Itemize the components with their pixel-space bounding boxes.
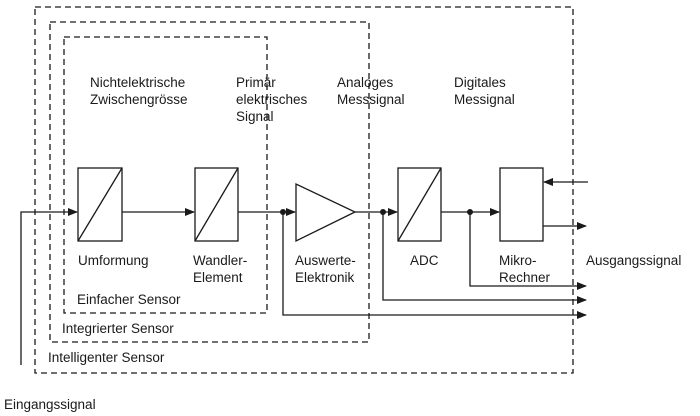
umformung-block xyxy=(77,167,123,242)
label-mikro: Mikro- Rechner xyxy=(499,252,550,286)
label-ausgangssignal: Ausgangssignal xyxy=(586,253,682,268)
adc-diagonal xyxy=(397,167,442,242)
input-line xyxy=(20,208,78,365)
mikro-block xyxy=(499,167,544,242)
branch-analog-out xyxy=(382,212,587,304)
label-adc: ADC xyxy=(410,252,439,269)
label-line: ADC xyxy=(410,253,439,268)
label-umformung: Umformung xyxy=(78,252,149,269)
boundary-intelligenter xyxy=(34,6,574,374)
label-primary: Primär elektrisches Signal xyxy=(236,74,307,125)
adc-block xyxy=(397,167,442,242)
label-line: Primär xyxy=(236,75,276,90)
label-line: Umformung xyxy=(78,253,149,268)
branch-primary-out xyxy=(282,212,587,319)
umformung-diagonal xyxy=(77,167,123,242)
label-line: Messignal xyxy=(454,92,515,107)
label-einfacher-sensor: Einfacher Sensor xyxy=(77,292,181,307)
label-integrierter-sensor: Integrierter Sensor xyxy=(62,321,174,336)
label-line: Elektronik xyxy=(295,270,355,285)
label-line: Mikro- xyxy=(499,253,537,268)
label-line: Nichtelektrische xyxy=(90,75,186,90)
label-line: Digitales xyxy=(454,75,506,90)
label-line: Wandler- xyxy=(193,253,248,268)
branch-digital-out xyxy=(469,212,587,290)
label-line: Zwischengrösse xyxy=(90,92,188,107)
label-intelligenter-sensor: Intelligenter Sensor xyxy=(48,350,165,365)
wandler-diagonal xyxy=(194,167,239,242)
wandler-block xyxy=(194,167,239,242)
label-analog: Analoges Messsignal xyxy=(337,74,405,108)
label-wandler: Wandler- Element xyxy=(193,252,247,286)
label-eingangssignal: Eingangssignal xyxy=(4,397,96,412)
junction-primary xyxy=(280,209,286,215)
junction-digital xyxy=(467,209,473,215)
label-nonelectric: Nichtelektrische Zwischengrösse xyxy=(90,74,188,108)
label-line: elektrisches xyxy=(236,92,308,107)
junction-analog xyxy=(380,209,386,215)
auswerte-amplifier xyxy=(295,182,357,243)
label-line: Messsignal xyxy=(337,92,405,107)
label-auswerte: Auswerte- Elektronik xyxy=(295,252,356,286)
label-digital: Digitales Messignal xyxy=(454,74,515,108)
label-line: Analoges xyxy=(337,75,394,90)
boundary-einfacher xyxy=(63,36,268,314)
label-line: Auswerte- xyxy=(295,253,356,268)
label-line: Element xyxy=(193,270,243,285)
label-line: Rechner xyxy=(499,270,551,285)
label-line: Signal xyxy=(236,109,274,124)
